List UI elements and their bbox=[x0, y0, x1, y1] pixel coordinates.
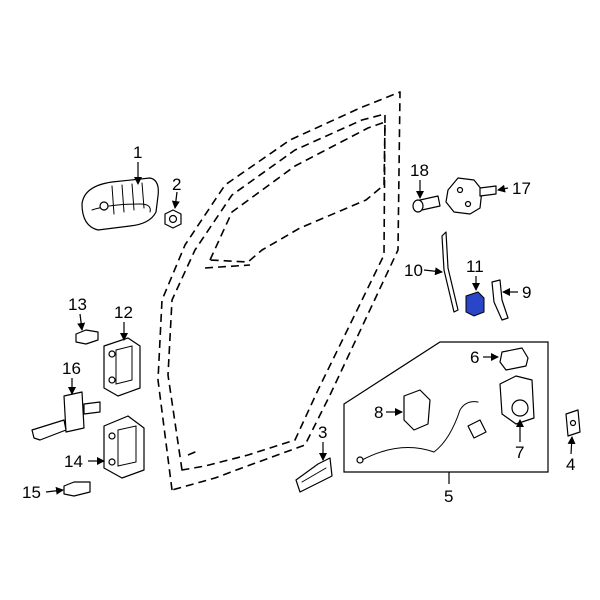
callout-3: 3 bbox=[318, 423, 327, 442]
nut bbox=[164, 209, 182, 229]
lock-rod bbox=[441, 231, 459, 313]
callout-7: 7 bbox=[515, 443, 524, 462]
callout-17: 17 bbox=[512, 179, 531, 198]
callout-12: 12 bbox=[114, 303, 133, 322]
door-latch bbox=[467, 375, 535, 439]
latch-cable bbox=[356, 401, 479, 464]
callout-labels: 1 2 3 4 5 6 7 8 9 10 11 12 13 14 15 16 1… bbox=[22, 143, 575, 506]
hinge-bolt-upper bbox=[75, 329, 99, 345]
leader-lines bbox=[45, 162, 576, 495]
callout-2: 2 bbox=[172, 175, 181, 194]
bracket bbox=[295, 457, 333, 493]
callout-18: 18 bbox=[410, 161, 429, 180]
callout-11: 11 bbox=[466, 257, 484, 276]
callout-15: 15 bbox=[22, 483, 41, 502]
small-bracket bbox=[565, 409, 581, 437]
bolt bbox=[412, 195, 441, 213]
callout-5: 5 bbox=[444, 487, 453, 506]
callout-8: 8 bbox=[374, 403, 383, 422]
callout-6: 6 bbox=[470, 348, 479, 367]
latch-assembly-box bbox=[343, 341, 549, 473]
highlighted-clip bbox=[465, 291, 485, 317]
callout-1: 1 bbox=[133, 143, 142, 162]
callout-14: 14 bbox=[64, 452, 83, 471]
outside-door-handle bbox=[81, 177, 159, 231]
latch-cover bbox=[403, 389, 431, 431]
callout-16: 16 bbox=[62, 359, 81, 378]
rod-clip bbox=[491, 279, 509, 321]
callout-4: 4 bbox=[566, 455, 575, 474]
striker bbox=[445, 177, 497, 215]
door-check bbox=[31, 391, 101, 441]
door-outline bbox=[157, 91, 401, 491]
lower-hinge bbox=[103, 415, 145, 479]
callout-9: 9 bbox=[522, 283, 531, 302]
latch-cap bbox=[499, 347, 529, 371]
upper-hinge bbox=[103, 337, 141, 397]
callout-13: 13 bbox=[68, 295, 87, 314]
hinge-bolt-lower bbox=[63, 481, 91, 497]
callout-10: 10 bbox=[404, 261, 423, 280]
